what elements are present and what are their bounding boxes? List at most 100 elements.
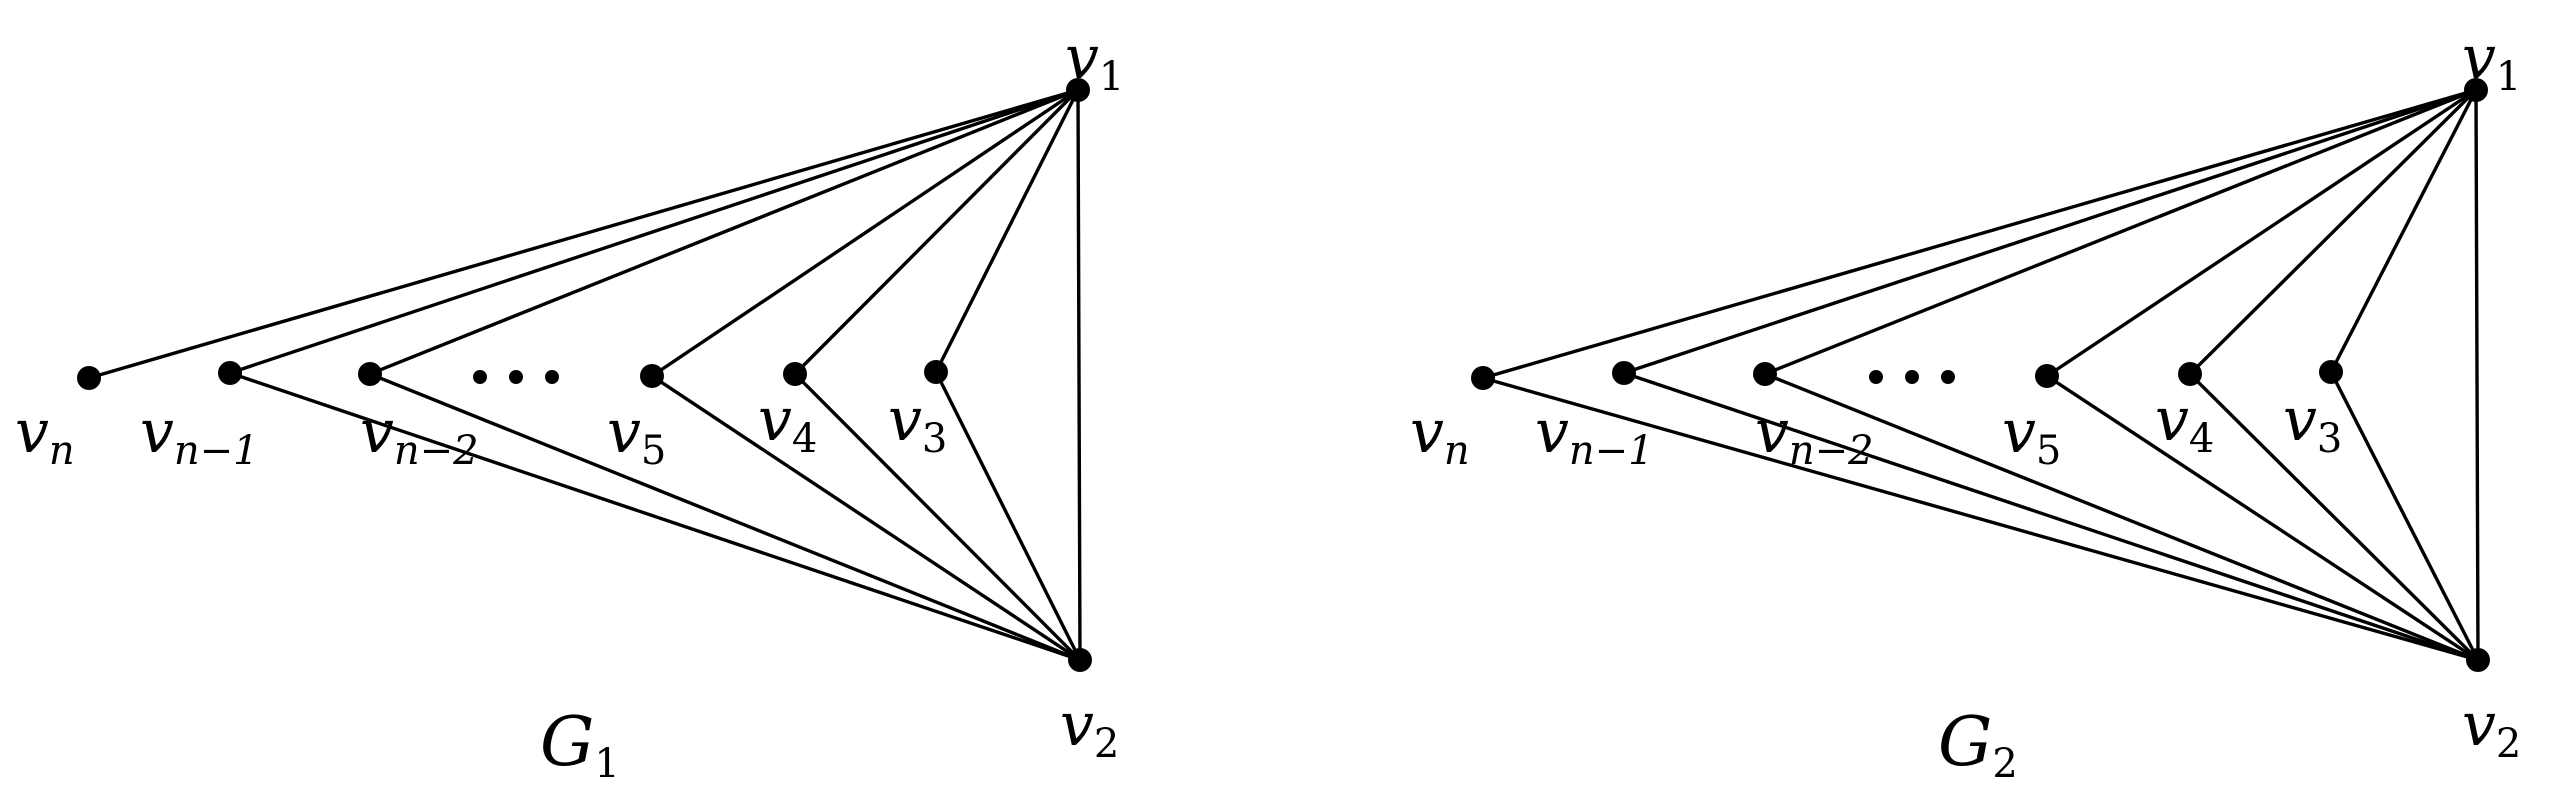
g1-label-v3: v3 bbox=[888, 385, 947, 462]
g1-caption-subscript: 1 bbox=[594, 741, 619, 787]
g1-edge-vn1-v2 bbox=[228, 371, 1082, 662]
g1-ellipsis-dot-2 bbox=[509, 370, 523, 384]
g2-edge-vn-v1 bbox=[1481, 88, 2478, 380]
g2-edge-vn-v2 bbox=[1481, 376, 2480, 662]
g1-edge-v1-v2 bbox=[1076, 88, 1082, 662]
g2-caption: G2 bbox=[1938, 703, 2018, 787]
g2-edge-v1-v2 bbox=[2474, 88, 2480, 662]
g1-label-vn-subscript: n bbox=[49, 428, 75, 474]
g2-label-vn1-base: v bbox=[1535, 397, 1569, 467]
g1-edge-v5-v2 bbox=[650, 374, 1082, 662]
g1-label-v2-base: v bbox=[1060, 690, 1094, 760]
g1-label-vn2-subscript: n−2 bbox=[394, 428, 479, 474]
g1-label-vn-base: v bbox=[15, 397, 49, 467]
g2-label-v1-subscript: 1 bbox=[2496, 54, 2521, 100]
g1-label-v1-base: v bbox=[1065, 23, 1099, 93]
g2-edge-vn2-v1 bbox=[1763, 88, 2478, 376]
g1-edge-v3-v1 bbox=[934, 88, 1080, 374]
g1-label-v2-subscript: 2 bbox=[1094, 721, 1119, 767]
g1-caption-base: G bbox=[540, 703, 594, 782]
g2-label-v5: v5 bbox=[2002, 397, 2061, 474]
g2-ellipsis-dot-3 bbox=[1941, 370, 1955, 384]
g2-vertex-v4 bbox=[2178, 362, 2202, 386]
g2-edge-vn2-v2 bbox=[1763, 372, 2480, 662]
g2-vertex-v2 bbox=[2466, 648, 2490, 672]
g1-label-vn: vn bbox=[15, 397, 75, 474]
g1-edges bbox=[87, 88, 1082, 662]
g1-vertices bbox=[77, 78, 1092, 672]
g2-vertex-v1 bbox=[2464, 78, 2488, 102]
g1-vertex-v4 bbox=[783, 362, 807, 386]
g1-ellipsis bbox=[473, 370, 559, 384]
g2-label-vn2-subscript: n−2 bbox=[1789, 428, 1874, 474]
g2-label-vn: vn bbox=[1410, 397, 1470, 474]
g2-label-v1: v1 bbox=[2462, 23, 2521, 100]
g2-label-v3-base: v bbox=[2283, 385, 2317, 455]
g1-label-v2: v2 bbox=[1060, 690, 1119, 767]
g1-edge-vn1-v1 bbox=[228, 88, 1080, 375]
g1-vertex-v2 bbox=[1068, 648, 1092, 672]
g1-ellipsis-dot-1 bbox=[473, 370, 487, 384]
g1-vertex-v3 bbox=[924, 360, 948, 384]
g2-vertex-v3 bbox=[2319, 360, 2343, 384]
g2-label-v4-subscript: 4 bbox=[2189, 416, 2214, 462]
g2-edge-v5-v1 bbox=[2045, 88, 2478, 378]
g1-label-vn1-subscript: n−1 bbox=[174, 428, 259, 474]
g2-label-v4-base: v bbox=[2155, 385, 2189, 455]
g1-label-v5: v5 bbox=[607, 397, 666, 474]
g2-label-v1-base: v bbox=[2462, 23, 2496, 93]
g1-edge-v4-v1 bbox=[793, 88, 1080, 376]
g2-edge-v3-v1 bbox=[2329, 88, 2478, 374]
g2-edge-v4-v2 bbox=[2188, 372, 2480, 662]
g2-vertex-vn bbox=[1471, 366, 1495, 390]
g2-label-v5-base: v bbox=[2002, 397, 2036, 467]
g1-caption: G1 bbox=[540, 703, 620, 787]
g2-edge-vn1-v2 bbox=[1622, 371, 2480, 662]
g1-label-v1: v1 bbox=[1065, 23, 1124, 100]
g1-label-v5-base: v bbox=[607, 397, 641, 467]
g1-vertex-v1 bbox=[1066, 78, 1090, 102]
g2-edge-v5-v2 bbox=[2045, 374, 2480, 662]
g1-label-v4-subscript: 4 bbox=[792, 416, 817, 462]
g2-edge-v3-v2 bbox=[2329, 370, 2480, 662]
g1-vertex-vn2 bbox=[358, 362, 382, 386]
g2-vertex-vn1 bbox=[1612, 361, 1636, 385]
g1-edge-vn2-v2 bbox=[368, 372, 1082, 662]
g1-label-v5-subscript: 5 bbox=[641, 428, 666, 474]
g1-label-v4-base: v bbox=[758, 385, 792, 455]
g2-ellipsis bbox=[1869, 370, 1955, 384]
g2-label-vn-subscript: n bbox=[1444, 428, 1470, 474]
g1-label-v1-subscript: 1 bbox=[1099, 54, 1124, 100]
g1-edge-v4-v2 bbox=[793, 372, 1082, 662]
g1-label-vn2-base: v bbox=[360, 397, 394, 467]
g1-edge-v5-v1 bbox=[650, 88, 1080, 378]
g2-label-v5-subscript: 5 bbox=[2036, 428, 2061, 474]
g2-label-vn-base: v bbox=[1410, 397, 1444, 467]
g2-label-vn2-base: v bbox=[1755, 397, 1789, 467]
g2-edges bbox=[1481, 88, 2480, 662]
g2-caption-base: G bbox=[1938, 703, 1992, 782]
g1-vertex-v5 bbox=[640, 364, 664, 388]
g2-vertex-vn2 bbox=[1753, 362, 1777, 386]
g2-label-v4: v4 bbox=[2155, 385, 2214, 462]
g1-label-vn1: vn−1 bbox=[140, 397, 259, 474]
g1-edge-v3-v2 bbox=[934, 370, 1082, 662]
g1-vertex-vn1 bbox=[218, 361, 242, 385]
g1-label-v4: v4 bbox=[758, 385, 817, 462]
g2-label-v2: v2 bbox=[2462, 690, 2521, 767]
g2-caption-subscript: 2 bbox=[1992, 741, 2017, 787]
g2-label-v2-subscript: 2 bbox=[2496, 721, 2521, 767]
g1-label-v3-subscript: 3 bbox=[922, 416, 947, 462]
g2-edge-v4-v1 bbox=[2188, 88, 2478, 376]
g2-ellipsis-dot-1 bbox=[1869, 370, 1883, 384]
g2-label-v2-base: v bbox=[2462, 690, 2496, 760]
g1-edge-vn2-v1 bbox=[368, 88, 1080, 376]
g2-edge-vn1-v1 bbox=[1622, 88, 2478, 375]
g1-label-v3-base: v bbox=[888, 385, 922, 455]
g2-label-vn1-subscript: n−1 bbox=[1569, 428, 1654, 474]
